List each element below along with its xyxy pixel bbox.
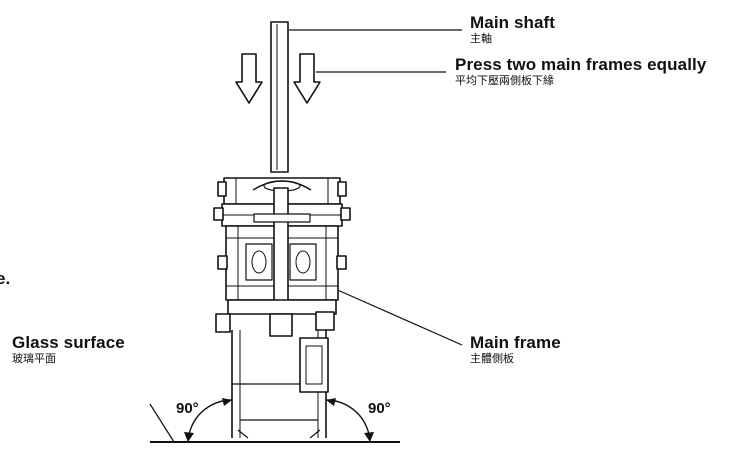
main-frame-housing <box>213 177 351 337</box>
glass-surface-label-zh: 玻璃平面 <box>12 353 56 365</box>
press-label: Press two main frames equally 平均下壓兩側板下緣 <box>455 56 706 87</box>
glass-leader <box>149 403 175 443</box>
main-shaft <box>270 21 289 173</box>
angle-label-right: 90° <box>368 400 391 417</box>
leader-main-frame <box>332 287 463 346</box>
press-arrow-left <box>235 53 263 104</box>
edge-text-fragment: e. <box>0 269 11 288</box>
main-shaft-label-zh: 主軸 <box>470 33 492 45</box>
angle-label-left: 90° <box>176 400 199 417</box>
glass-surface-label-en: Glass surface <box>12 333 125 352</box>
main-shaft-label-en: Main shaft <box>470 13 556 32</box>
angle-arc-left <box>184 398 233 443</box>
main-frame-label: Main frame 主體側板 <box>470 334 561 365</box>
glass-surface-label: Glass surface 玻璃平面 <box>12 334 125 365</box>
lower-legs <box>231 330 329 439</box>
main-shaft-label: Main shaft 主軸 <box>470 14 555 45</box>
press-label-en: Press two main frames equally <box>455 55 707 74</box>
main-frame-label-en: Main frame <box>470 333 561 352</box>
angle-arc-right <box>325 398 374 443</box>
press-arrow-right <box>293 53 321 104</box>
press-label-zh: 平均下壓兩側板下緣 <box>455 75 554 87</box>
main-frame-label-zh: 主體側板 <box>470 353 514 365</box>
